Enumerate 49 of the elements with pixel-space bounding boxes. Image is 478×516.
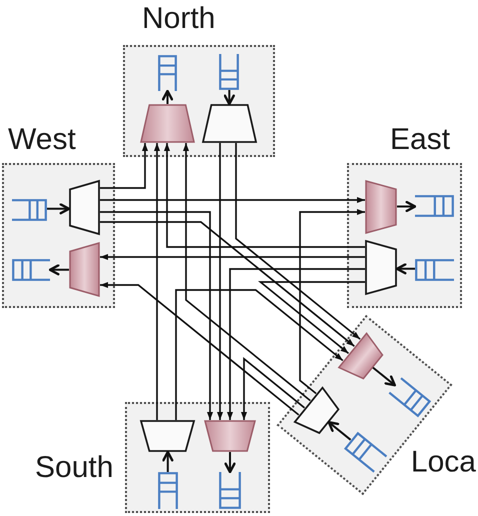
port-label: North xyxy=(142,4,216,34)
arrow xyxy=(164,143,365,248)
queue-symbol xyxy=(12,259,50,281)
arrow xyxy=(299,208,365,394)
arrow xyxy=(397,200,416,212)
queue-symbol xyxy=(343,432,387,473)
demultiplexer-symbol xyxy=(69,180,100,235)
arrow xyxy=(100,254,365,260)
arrow xyxy=(182,143,311,402)
demultiplexer-symbol xyxy=(365,240,397,295)
arrow xyxy=(328,421,352,441)
arrow xyxy=(396,263,415,274)
arrow xyxy=(216,143,224,420)
arrow xyxy=(258,281,365,354)
queue-symbol xyxy=(415,195,454,217)
arrow xyxy=(100,196,365,204)
arrow xyxy=(224,90,235,106)
queue-symbol xyxy=(388,377,431,418)
queue-symbol xyxy=(158,472,178,509)
queue-symbol xyxy=(219,54,239,90)
port-label: South xyxy=(35,453,114,483)
arrow xyxy=(372,366,396,386)
arrow xyxy=(224,452,236,474)
arrow xyxy=(47,203,70,214)
arrow xyxy=(100,282,300,416)
multiplexer-symbol xyxy=(69,242,100,297)
multiplexer-symbol xyxy=(140,104,195,143)
arrow xyxy=(100,221,355,347)
arrow xyxy=(162,90,174,104)
queue-symbol xyxy=(158,55,177,91)
arrow xyxy=(240,357,306,420)
arrow xyxy=(175,289,344,420)
queue-symbol xyxy=(12,199,47,221)
arrow xyxy=(226,268,365,420)
arrow xyxy=(48,264,69,276)
arrow xyxy=(235,143,361,340)
port-label: Loca xyxy=(410,448,476,478)
multiplexer-symbol xyxy=(204,420,256,452)
port-label: West xyxy=(8,125,76,155)
arrow xyxy=(100,211,214,420)
arrow xyxy=(100,143,148,189)
demultiplexer-symbol xyxy=(202,104,257,143)
arrow xyxy=(162,450,174,472)
arrow xyxy=(154,143,160,420)
queue-symbol xyxy=(219,472,241,509)
demultiplexer-symbol xyxy=(140,420,195,452)
port-label: East xyxy=(390,125,450,155)
multiplexer-symbol xyxy=(365,180,397,234)
queue-symbol xyxy=(415,259,454,281)
